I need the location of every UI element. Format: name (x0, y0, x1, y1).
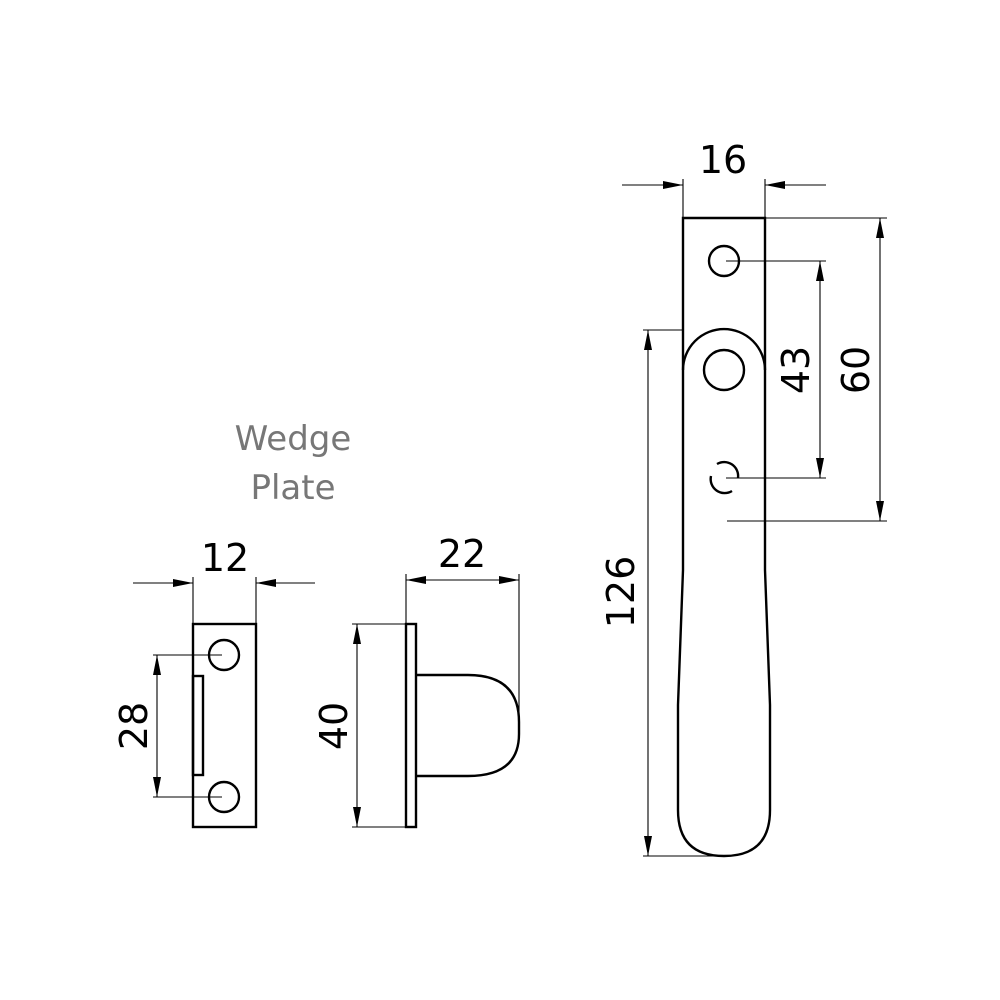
plate-hole-spacing-value: 28 (112, 702, 156, 750)
handle-width-value: 16 (699, 138, 747, 182)
plate-width-dimension: 12 (133, 536, 315, 624)
wedge-drawing: 22 40 (312, 532, 521, 829)
plate-width-value: 12 (201, 536, 249, 580)
wedge-depth-value: 22 (438, 532, 486, 576)
wedge-depth-dimension: 22 (405, 532, 520, 722)
handle-plate-length-dimension: 60 (727, 217, 887, 522)
label-line-2: Plate (250, 468, 335, 508)
handle-hole-spacing-value: 43 (774, 346, 818, 394)
label-line-1: Wedge (235, 419, 352, 459)
plate-hole-spacing-dimension: 28 (112, 654, 222, 798)
handle-drawing: 16 43 60 126 (599, 138, 887, 858)
handle-hole-bottom-arc2 (709, 475, 733, 495)
wedge-plate-label: Wedge Plate (235, 419, 352, 508)
handle-hole-bottom-arc1 (716, 460, 740, 479)
wedge-height-value: 40 (312, 702, 356, 750)
wedge-body (416, 673, 521, 778)
handle-length-dimension: 126 (599, 329, 722, 857)
handle-width-dimension: 16 (622, 138, 826, 218)
plate-drawing: 12 28 (112, 536, 315, 829)
handle-spindle-hole (702, 348, 746, 392)
wedge-height-dimension: 40 (312, 623, 406, 828)
plate-slot (191, 674, 205, 777)
wedge-base (404, 622, 418, 829)
handle-length-value: 126 (599, 556, 643, 629)
handle-hole-spacing-dimension: 43 (726, 260, 826, 479)
handle-boss-arc (681, 327, 767, 371)
handle-outline (676, 216, 772, 858)
handle-plate-length-value: 60 (834, 346, 878, 394)
